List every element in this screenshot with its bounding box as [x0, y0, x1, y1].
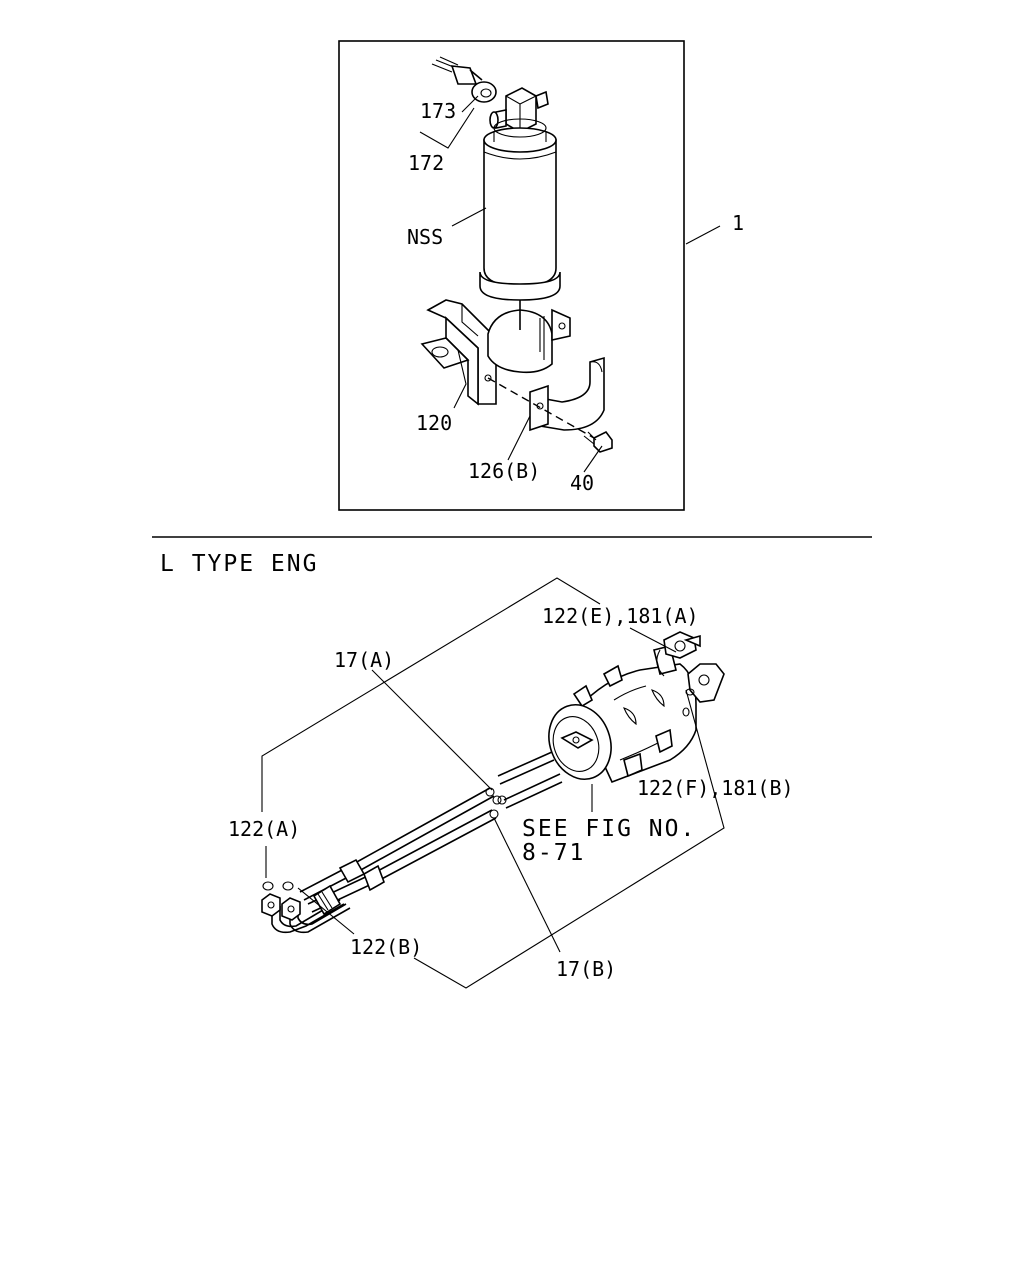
leader-17a: [371, 669, 493, 791]
leader-120: [453, 349, 467, 409]
see-fig-line1: SEE FIG NO.: [522, 816, 696, 842]
label-40: 40: [570, 471, 594, 495]
drier-top-fitting: [489, 87, 549, 133]
leader-122b: [297, 887, 355, 935]
hose-break-marks: [485, 787, 507, 819]
bracket-172: [419, 107, 475, 149]
leader-17b: [493, 817, 561, 953]
bracket-122f-181b: [413, 689, 725, 989]
clamp-126b: [529, 356, 605, 432]
leader-126b: [507, 415, 531, 461]
bolt-dashed-path: [487, 377, 595, 439]
label-122e-181a: 122(E),181(A): [542, 604, 699, 628]
oring-122a: [262, 881, 274, 891]
label-122f-181b: 122(F),181(B): [637, 776, 794, 800]
section-title: L TYPE ENG: [160, 551, 318, 577]
label-1: 1: [732, 211, 744, 235]
label-120: 120: [416, 411, 452, 435]
see-fig-line2: 8-71: [522, 840, 585, 866]
compressor: [548, 645, 697, 784]
label-17b: 17(B): [556, 957, 616, 981]
leader-173: [461, 95, 479, 113]
receiver-drier-body: [479, 118, 561, 301]
bracket-120: [420, 299, 571, 406]
leader-1: [685, 225, 721, 245]
label-nss: NSS: [407, 225, 443, 249]
oring-122b: [282, 881, 294, 891]
label-173: 173: [420, 99, 456, 123]
bracket-122e-181a: [261, 577, 601, 760]
compressor-fitting-e: [663, 631, 701, 659]
label-172: 172: [408, 151, 444, 175]
leader-40: [583, 445, 603, 473]
pipe-end-fittings: [261, 884, 351, 934]
pressure-switch: [431, 56, 497, 103]
hose-17a: [299, 751, 555, 901]
bolt-40: [583, 430, 613, 453]
label-126b: 126(B): [468, 459, 540, 483]
leader-nss: [451, 207, 487, 227]
label-122b: 122(B): [350, 935, 422, 959]
label-122a: 122(A): [228, 817, 300, 841]
receiver-drier-frame: [338, 40, 685, 511]
leader-122e: [629, 627, 677, 653]
label-17a: 17(A): [334, 648, 394, 672]
